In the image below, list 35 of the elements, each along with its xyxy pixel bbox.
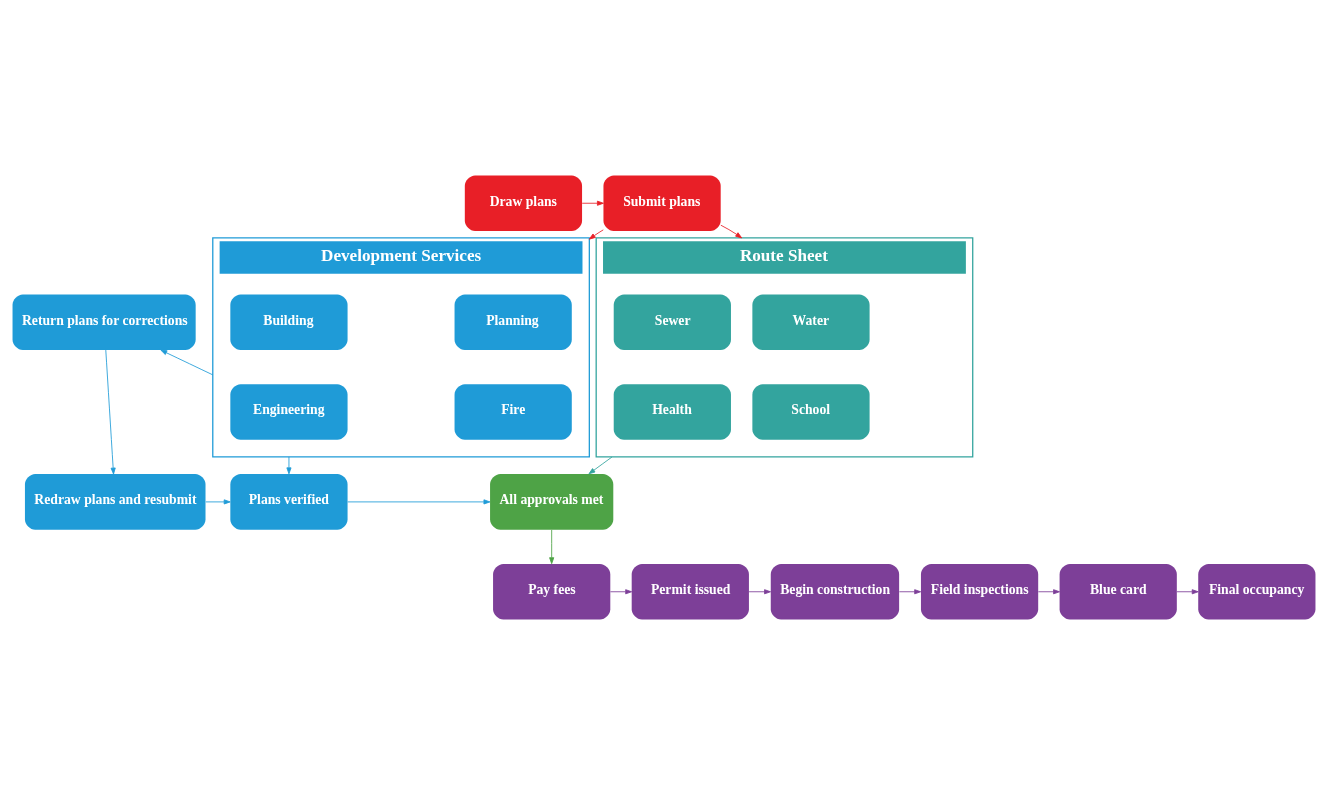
- node-box: Submit plans: [603, 174, 721, 231]
- node-box: Sewer: [613, 293, 731, 350]
- node-box: Planning: [454, 293, 572, 350]
- node-box: Health: [613, 383, 731, 440]
- arrow: [205, 498, 231, 504]
- node-box: Engineering: [230, 383, 348, 440]
- node-box: Pay fees: [493, 563, 611, 620]
- node-box: Final occupancy: [1198, 563, 1316, 620]
- node-box: Return plans for corrections: [12, 293, 196, 350]
- arrow: [1037, 588, 1060, 594]
- arrow: [1176, 588, 1199, 594]
- arrow: [105, 349, 116, 474]
- arrow: [286, 456, 292, 474]
- node-box: Redraw plans and resubmit: [24, 473, 206, 530]
- arrow: [160, 349, 214, 375]
- node-box: Permit issued: [631, 563, 749, 620]
- arrow: [581, 200, 604, 206]
- arrow: [748, 588, 771, 594]
- node-box: Blue card: [1059, 563, 1177, 620]
- arrow: [610, 588, 633, 594]
- node-box: Draw plans: [464, 174, 583, 231]
- node-box: Plans verified: [230, 473, 348, 530]
- arrow: [588, 228, 604, 240]
- arrow: [588, 456, 613, 474]
- node-box: School: [752, 383, 870, 440]
- node-box: Begin construction: [770, 563, 900, 620]
- node-box: Field inspections: [920, 563, 1039, 620]
- node-box: Fire: [454, 383, 572, 440]
- arrow: [549, 529, 555, 564]
- node-box: Building: [230, 293, 348, 350]
- arrow: [720, 224, 743, 238]
- arrow: [898, 588, 922, 594]
- node-box: All approvals met: [490, 473, 614, 530]
- arrow: [347, 498, 491, 504]
- node-box: Water: [752, 293, 870, 350]
